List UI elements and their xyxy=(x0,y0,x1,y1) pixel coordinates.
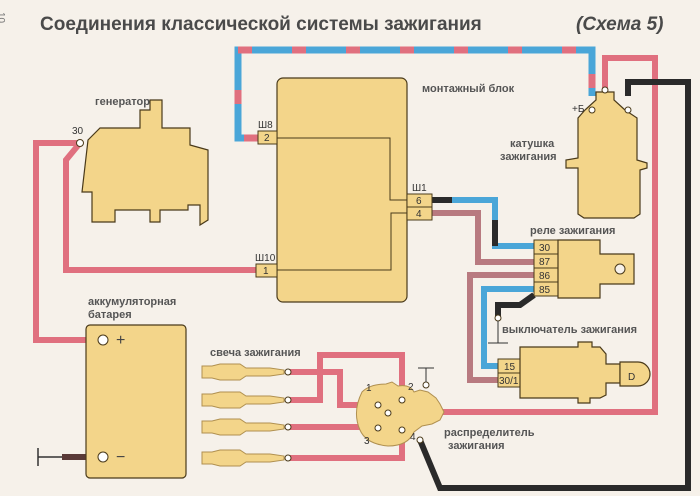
wire-relay-86-to-switch xyxy=(467,272,534,383)
spark-plugs xyxy=(201,363,285,467)
scheme-label: (Схема 5) xyxy=(576,14,664,35)
key-glyph: D xyxy=(628,372,635,383)
connector-sh1-pin-6: 6 xyxy=(416,196,422,207)
connector-sh10-pin: 1 xyxy=(263,266,269,277)
wire-relay-ground xyxy=(495,292,536,318)
relay-pin-85: 85 xyxy=(539,285,551,296)
spark-plug-3 xyxy=(201,418,285,436)
page-title: Соединения классической системы зажигани… xyxy=(40,14,482,35)
switch-pin-15: 15 xyxy=(504,362,516,373)
relay-pin-87: 87 xyxy=(539,257,551,268)
wire-plug-2 xyxy=(290,352,405,403)
distributor-terminal-2: 2 xyxy=(408,382,414,393)
battery-minus: − xyxy=(116,449,125,466)
connector-sh1-label: Ш1 xyxy=(412,183,427,194)
generator-terminal-30 xyxy=(76,139,84,147)
battery-body xyxy=(85,324,187,479)
generator-terminal-label: 30 xyxy=(72,126,84,137)
wire-generator-to-sh10 xyxy=(63,141,258,273)
mounting-block xyxy=(276,77,408,303)
coil-label-1: катушка xyxy=(510,138,555,150)
spark-plug-4 xyxy=(201,449,285,467)
wire-sh1-6-to-relay-30 xyxy=(432,197,534,249)
ignition-switch-label: выключатель зажигания xyxy=(502,324,637,336)
wire-coil-black xyxy=(417,79,691,491)
battery-label-1: аккумуляторная xyxy=(88,296,176,308)
wire-generator-to-battery xyxy=(33,140,103,343)
relay-body xyxy=(557,239,635,299)
battery-label-2: батарея xyxy=(88,309,132,321)
battery-plus: + xyxy=(116,332,125,349)
wire-relay-85-to-switch xyxy=(481,286,534,369)
distributor-terminal-3: 3 xyxy=(364,436,370,447)
connector-sh10-label: Ш10 xyxy=(255,253,276,264)
spark-plug-2 xyxy=(201,391,285,409)
wire-sh1-4-to-relay-87 xyxy=(432,210,534,265)
relay-pin-30: 30 xyxy=(539,243,551,254)
ignition-key xyxy=(619,361,651,387)
mounting-block-label: монтажный блок xyxy=(422,83,515,95)
distributor-label-1: распределитель xyxy=(444,427,535,439)
ignition-switch-body xyxy=(519,341,621,404)
distributor-terminal-4: 4 xyxy=(410,432,416,443)
relay-label: реле зажигания xyxy=(530,225,615,237)
generator-label: генератор xyxy=(95,96,150,108)
spark-plug-1 xyxy=(201,363,285,381)
generator-body xyxy=(81,99,209,227)
distributor-label-2: зажигания xyxy=(448,440,505,452)
ignition-coil xyxy=(565,91,648,219)
spark-plug-label: свеча зажигания xyxy=(210,347,301,359)
wire-coil-top xyxy=(380,55,658,415)
relay-pin-86: 86 xyxy=(539,271,551,282)
coil-label-2: зажигания xyxy=(500,151,557,163)
connector-sh8-pin: 2 xyxy=(264,133,270,144)
coil-terminal-label: +Б xyxy=(572,104,585,115)
distributor-terminal-1: 1 xyxy=(366,383,372,394)
switch-pin-30-1: 30/1 xyxy=(499,376,519,387)
connector-sh8-label: Ш8 xyxy=(258,120,273,131)
connector-sh1-pin-4: 4 xyxy=(416,209,422,220)
